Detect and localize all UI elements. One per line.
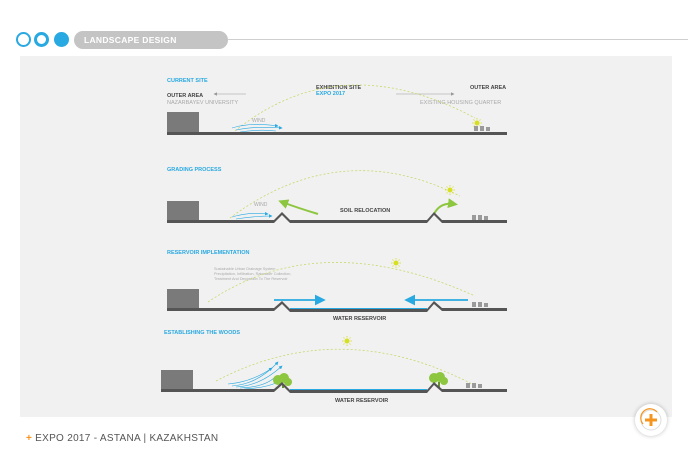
ground-line (167, 301, 507, 312)
section-header: LANDSCAPE DESIGN (16, 31, 690, 49)
stage1-title: CURRENT SITE (167, 78, 208, 84)
soil-arrow-left (278, 199, 319, 215)
tree-icon (273, 373, 292, 388)
wind-arrows-icon (231, 123, 283, 133)
sun-icon (342, 336, 352, 346)
circle-filled-icon (54, 32, 69, 47)
soil-relocation-label: SOIL RELOCATION (340, 208, 390, 214)
circle-ring-icon (34, 32, 49, 47)
landscape-diagram: CURRENT SITE OUTER AREA NAZARBAYEV UNIVE… (161, 78, 507, 404)
plus-icon (640, 408, 662, 431)
stage2-title: GRADING PROCESS (167, 167, 222, 173)
section-title: LANDSCAPE DESIGN (74, 31, 228, 49)
stage-current-site: CURRENT SITE OUTER AREA NAZARBAYEV UNIVE… (167, 78, 507, 135)
sun-path (229, 170, 461, 219)
ground-line (167, 132, 507, 135)
header-divider (228, 39, 688, 40)
reservoir-water (290, 389, 427, 391)
stage4-title: ESTABLISHING THE WOODS (164, 330, 240, 336)
outer-area-left-label: OUTER AREA (167, 93, 203, 99)
university-building (167, 201, 199, 221)
house-icon (466, 383, 482, 388)
circle-outline-icon (16, 32, 31, 47)
plus-badge[interactable] (635, 404, 667, 436)
soil-arrow-right (433, 198, 458, 215)
house-icon (472, 215, 488, 220)
university-building (161, 370, 193, 390)
sun-path (207, 262, 476, 303)
stage-grading-process: GRADING PROCESS WIND SOIL RELOCATION (167, 167, 507, 223)
reservoir-water (290, 308, 427, 310)
stage-reservoir-implementation: RESERVOIR IMPLEMENTATION Sustainable Urb… (167, 250, 507, 322)
water-reservoir-label: WATER RESERVOIR (333, 316, 386, 322)
wind-label: WIND (254, 202, 268, 208)
university-building (167, 112, 199, 132)
sun-icon (445, 185, 455, 195)
expo-label: EXPO 2017 (316, 91, 345, 97)
stage3-title: RESERVOIR IMPLEMENTATION (167, 250, 250, 256)
footer-text: EXPO 2017 - ASTANA | KAZAKHSTAN (35, 433, 219, 444)
wind-label: WIND (252, 118, 266, 124)
exhibition-site-label: EXHIBITION SITE (316, 85, 362, 91)
university-building (167, 289, 199, 309)
house-icon (474, 126, 490, 131)
diagram-panel: CURRENT SITE OUTER AREA NAZARBAYEV UNIVE… (20, 56, 672, 417)
wind-arrows-icon (227, 361, 283, 390)
house-icon (472, 302, 488, 307)
tree-icon (429, 372, 448, 387)
ground-line (167, 212, 507, 223)
water-reservoir-label: WATER RESERVOIR (335, 398, 388, 404)
wind-arrows-icon (231, 211, 273, 220)
sun-path (234, 84, 476, 132)
sun-icon (391, 258, 401, 268)
note-line-1: Sustainable Urban Drainage System (214, 267, 275, 271)
ground-line (161, 382, 507, 393)
outer-area-right-label: OUTER AREA (470, 85, 506, 91)
footer-plus-icon: + (26, 433, 33, 444)
left-place-label: NAZARBAYEV UNIVERSITY (167, 100, 238, 106)
note-line-2: Precipitation, Infiltration, Rainwater C… (214, 272, 291, 276)
right-place-label: EXISTING HOUSING QUARTER (420, 100, 501, 106)
stage-establishing-woods: ESTABLISHING THE WOODS (161, 330, 507, 404)
footer: +EXPO 2017 - ASTANA | KAZAKHSTAN (26, 433, 218, 444)
